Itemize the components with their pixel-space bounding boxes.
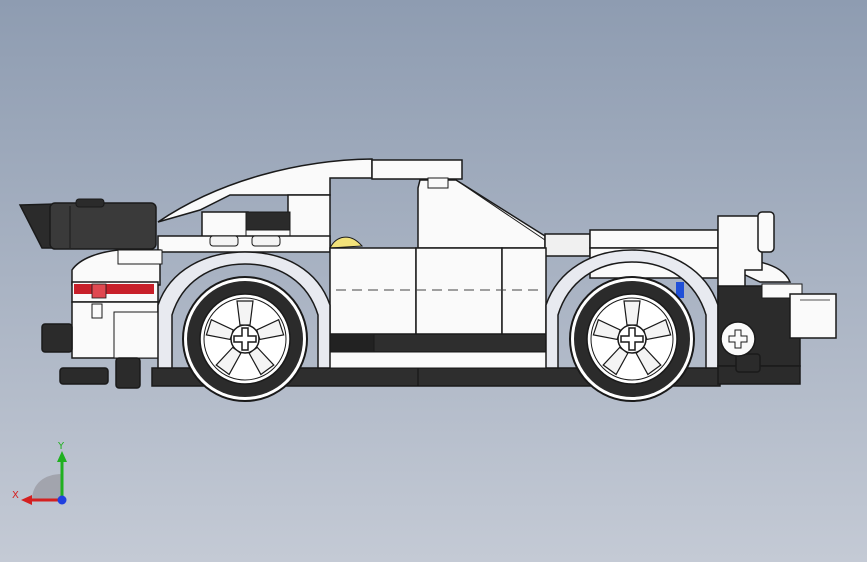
axis-triad: Y X: [12, 441, 67, 505]
x-axis-arrow: [21, 495, 32, 505]
triad-plane: [32, 474, 62, 500]
front-bumper[interactable]: [717, 211, 837, 385]
rear-spoiler[interactable]: [18, 198, 157, 250]
x-axis-label: X: [12, 490, 19, 501]
rear-wheel-arch[interactable]: [157, 251, 331, 369]
body-main[interactable]: [71, 247, 792, 337]
body-upper[interactable]: [157, 229, 719, 257]
front-wheel[interactable]: [569, 276, 695, 402]
y-axis-arrow: [57, 451, 67, 462]
z-axis-dot: [57, 495, 67, 505]
taillight: [71, 281, 159, 303]
front-wheel-arch[interactable]: [545, 249, 719, 369]
roof[interactable]: [157, 158, 546, 249]
rear-wheel[interactable]: [182, 276, 308, 402]
seat-accent: [329, 236, 364, 249]
front-blue-accent: [676, 282, 684, 298]
rear-bumper[interactable]: [41, 301, 159, 389]
y-axis-label: Y: [57, 441, 65, 452]
